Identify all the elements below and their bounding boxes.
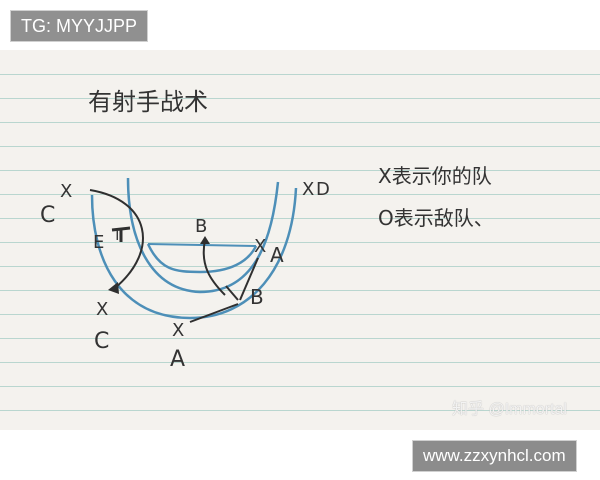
marker-d: D <box>316 179 330 200</box>
marker-e: E <box>93 232 104 253</box>
outer-arena-curve <box>90 187 298 320</box>
legend-line-2: O表示敌队、 <box>378 206 494 230</box>
marker-b-right: B <box>250 285 264 309</box>
marker-c-lower: C <box>94 329 109 354</box>
c-arc-line <box>89 189 144 289</box>
marker-x-d: X <box>302 179 314 200</box>
marker-x-c-upper: X <box>60 181 72 202</box>
a-to-b-line <box>189 303 239 323</box>
watermark: 知乎 @Immortal <box>452 401 567 418</box>
t-shape <box>111 226 131 242</box>
inner-arena-curve <box>146 243 258 274</box>
bottom-url-label: www.zzxynhcl.com <box>412 440 577 472</box>
marker-c-upper: C <box>40 203 55 228</box>
legend-line-1: X表示你的队 <box>378 164 492 188</box>
top-label: TG: MYYJJPP <box>10 10 149 42</box>
marker-a-lower: A <box>170 347 185 372</box>
marker-x-c-lower: X <box>96 299 108 320</box>
b-right-mark <box>225 285 239 301</box>
marker-a-right: A <box>270 243 284 267</box>
middle-arena-curve <box>126 177 280 294</box>
sketch-title: 有射手战术 <box>88 88 208 116</box>
marker-x-a-right: X <box>254 236 266 257</box>
marker-b-upper: B <box>195 216 207 237</box>
a-to-mid-line <box>239 257 259 301</box>
b-upper-path <box>202 239 226 296</box>
marker-t: T <box>112 228 122 244</box>
marker-x-a-lower: X <box>172 320 184 341</box>
notebook-paper <box>0 50 600 430</box>
